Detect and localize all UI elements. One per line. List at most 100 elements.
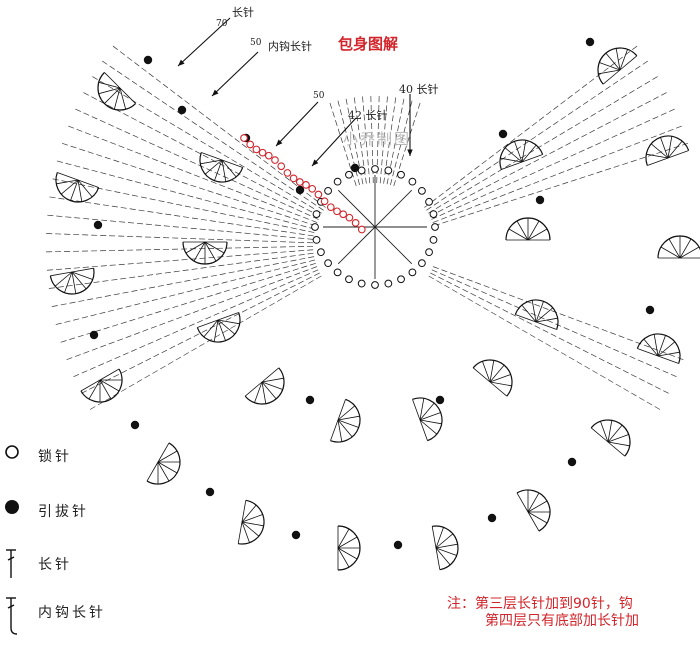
legend-dc: 长针 [0, 548, 140, 578]
chain-stitch [333, 177, 342, 186]
red-chain-stitch [240, 134, 248, 142]
callout-long-stitch: 长针 [232, 6, 254, 19]
shell-fan [597, 47, 638, 85]
shell-fan [472, 359, 513, 397]
red-chain-stitch [289, 174, 298, 183]
red-chain-stitch [295, 178, 304, 186]
stitch-row [424, 45, 639, 208]
stitch-row [72, 269, 319, 378]
chain-stitch [371, 281, 379, 289]
slip-stitch-dot [89, 330, 99, 340]
slip-stitch-dot [305, 395, 315, 405]
shell-fan [199, 152, 244, 183]
chain-stitch [431, 223, 439, 231]
shell-fan [645, 135, 690, 166]
stitch-row [432, 125, 683, 223]
shell-fan [516, 489, 551, 532]
callout-arrow [275, 101, 319, 147]
slip-stitch-dot [487, 513, 497, 523]
red-chain-stitch [258, 148, 267, 157]
slip-stitch-dot [130, 420, 140, 430]
double-crochet-icon [6, 549, 16, 578]
legend-label: 内钩长针 [38, 605, 106, 621]
watermark: 小乔制图 [343, 130, 412, 148]
chain-stitch [324, 186, 332, 195]
red-chain-stitch [308, 184, 317, 193]
red-chain-stitch [333, 207, 341, 216]
stitch-row [426, 60, 649, 211]
stitch-row [393, 101, 421, 187]
slip-stitch-dot [93, 220, 103, 230]
filled-dot-icon [5, 500, 19, 514]
center-spoke [337, 189, 376, 228]
red-chain-stitch [246, 140, 255, 149]
stitch-row [61, 142, 317, 227]
slip-stitch-dot [177, 105, 187, 115]
shell-fans [49, 47, 700, 571]
legend-chain: 锁针 [0, 440, 140, 470]
red-chain-stitch [351, 219, 360, 227]
red-chain-marker [240, 134, 366, 234]
pattern-note: 注：第三层长针加到90针，钩 第四层只有底部加长针加 [447, 596, 639, 630]
shell-fan [657, 235, 700, 259]
slip-stitch-dot [645, 305, 655, 315]
red-chain-stitch [283, 169, 292, 177]
shell-fan [337, 525, 361, 571]
arrow-head [276, 139, 283, 146]
slip-stitch-dot [350, 163, 360, 173]
shell-fan [431, 525, 459, 571]
stitch-row [45, 233, 314, 244]
open-circle-icon [5, 445, 19, 459]
stitch-row [65, 266, 318, 361]
callout-50-mid: 50 [313, 91, 325, 101]
red-chain-stitch [320, 197, 329, 206]
slip-stitch-dot [567, 457, 577, 467]
arrow-head [312, 159, 319, 166]
chain-stitch [324, 259, 332, 268]
legend-fpdc: 内钩长针 [0, 596, 140, 635]
shell-fan [55, 172, 100, 203]
chain-stitch [317, 248, 325, 257]
red-chain-stitch [277, 162, 286, 171]
slip-stitch-dot [585, 37, 595, 47]
chain-stitch [408, 268, 417, 277]
stitch-row [47, 252, 314, 289]
stitch-row [89, 275, 322, 411]
chain-stitch [311, 223, 319, 231]
shell-fan [244, 367, 285, 405]
stitch-row [51, 178, 315, 233]
chain-stitch [345, 170, 353, 179]
shell-fan [636, 333, 681, 364]
arrow-head [407, 149, 413, 156]
stitch-row [111, 45, 326, 208]
shell-fan [146, 442, 181, 485]
red-chain-stitch [357, 225, 366, 234]
stitch-row [59, 262, 316, 343]
stitch-rows [45, 45, 689, 411]
stitch-row [362, 95, 371, 184]
stitch-row [50, 256, 315, 308]
slip-stitch-dots [89, 37, 655, 550]
chain-stitch [312, 236, 321, 244]
legend-label: 长针 [38, 557, 72, 573]
arrow-head [212, 89, 219, 96]
center-spoke [374, 226, 413, 265]
shell-fan [80, 368, 123, 403]
red-chain-stitch [345, 213, 354, 222]
callout-arrows [177, 17, 413, 167]
legend-slip: 引拔针 [0, 495, 140, 525]
chain-stitch [371, 165, 379, 173]
red-chain-stitch [326, 203, 335, 212]
legend-label: 锁针 [38, 449, 72, 465]
callout-40: 40 长针 [399, 83, 439, 96]
shell-fan [330, 398, 361, 443]
shell-fan [505, 217, 551, 241]
stitch-row [45, 249, 314, 271]
shell-fan [590, 419, 631, 457]
chain-stitch [397, 275, 405, 284]
callout-50-top: 50 [250, 38, 262, 48]
stitch-row [46, 214, 314, 240]
shell-fan [514, 299, 559, 330]
red-chain-stitch [252, 145, 261, 154]
